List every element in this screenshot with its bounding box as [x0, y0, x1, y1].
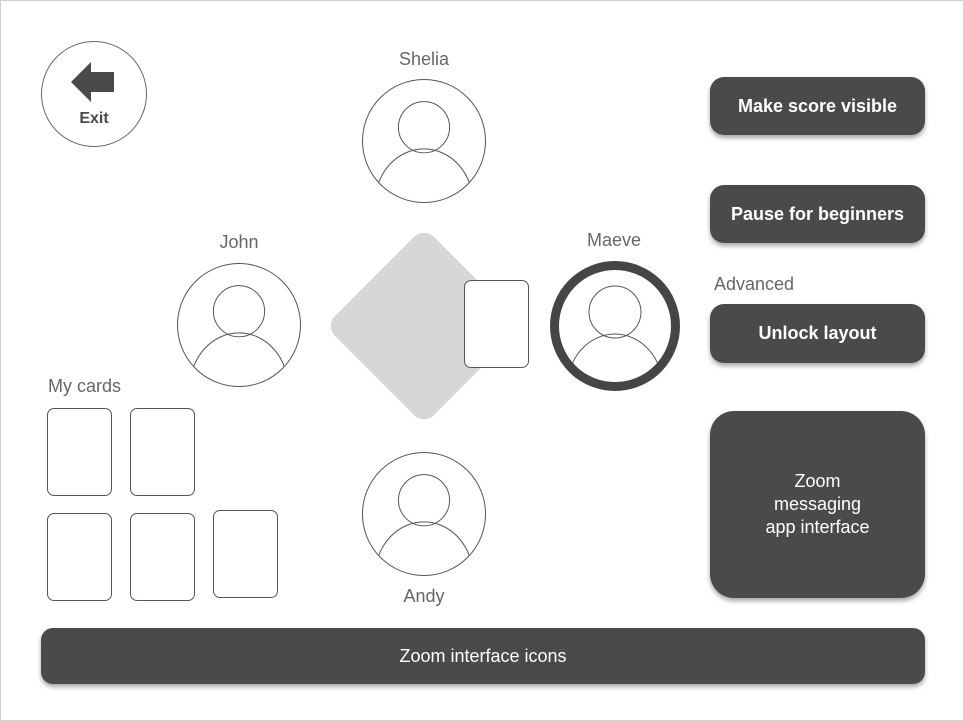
exit-button[interactable]: Exit: [41, 41, 147, 147]
avatar-west[interactable]: [177, 263, 301, 387]
played-card[interactable]: [464, 280, 529, 368]
player-name-north: Shelia: [398, 49, 450, 69]
zoom-messaging-panel[interactable]: Zoom messaging app interface: [710, 411, 925, 598]
person-icon: [189, 285, 289, 386]
player-name-south: Andy: [403, 586, 445, 606]
back-arrow-icon: [71, 62, 114, 102]
person-icon: [374, 101, 474, 202]
player-name-west: John: [219, 232, 259, 252]
hand-card[interactable]: [47, 408, 112, 496]
zoom-interface-bar[interactable]: Zoom interface icons: [41, 628, 925, 684]
avatar-south[interactable]: [362, 452, 486, 576]
advanced-label: Advanced: [714, 274, 795, 294]
avatar-north[interactable]: [362, 79, 486, 203]
person-icon: [566, 285, 664, 382]
avatar-east-active[interactable]: [550, 261, 680, 391]
unlock-layout-button[interactable]: Unlock layout: [710, 304, 925, 363]
pause-for-beginners-button[interactable]: Pause for beginners: [710, 185, 925, 243]
my-cards-label: My cards: [48, 376, 122, 396]
hand-card[interactable]: [130, 513, 195, 601]
hand-card[interactable]: [130, 408, 195, 496]
hand-card[interactable]: [213, 510, 278, 598]
person-icon: [374, 474, 474, 575]
exit-label: Exit: [79, 110, 109, 127]
player-name-east: Maeve: [586, 230, 642, 250]
make-score-visible-button[interactable]: Make score visible: [710, 77, 925, 135]
hand-card[interactable]: [47, 513, 112, 601]
